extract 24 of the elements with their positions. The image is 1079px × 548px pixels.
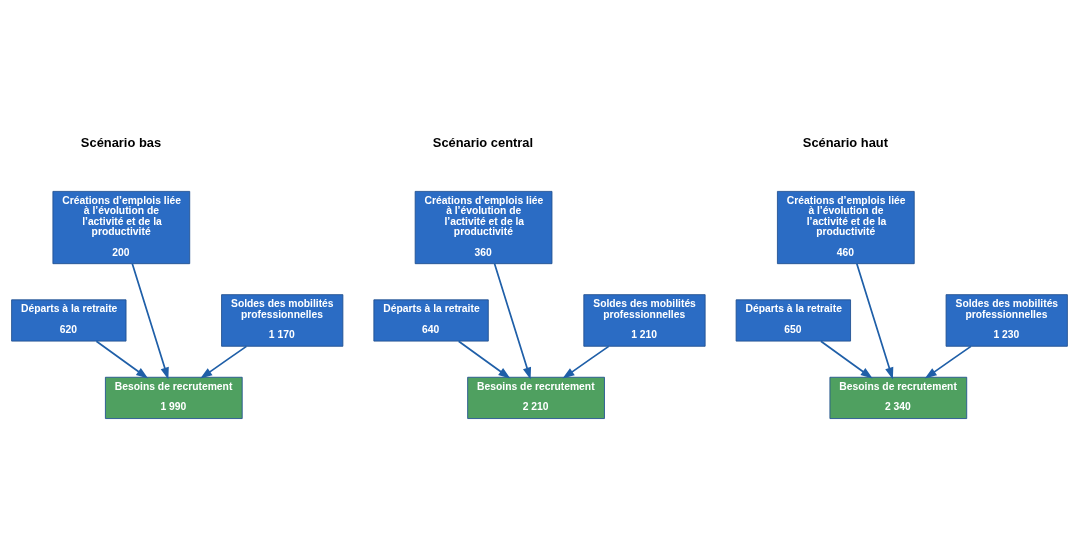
node-box: Besoins de recrutement 2 210: [467, 376, 605, 419]
arrow: [820, 340, 873, 379]
node-box: Soldes des mobilités professionnelles 1 170: [221, 294, 344, 347]
node-box: Besoins de recrutement 1 990: [104, 376, 243, 419]
label: Scénario haut: [802, 135, 889, 151]
node-box: Créations d’emplois liée à l’évolution de l’activité et de la productivité 360: [414, 190, 553, 265]
node-box: Créations d’emplois liée à l’évolution de l’activité et de la productivité 200: [52, 190, 191, 265]
node-box: Départs à la retraite 640: [373, 299, 489, 342]
arrow: [924, 345, 972, 379]
arrow: [131, 262, 169, 380]
node-box: Besoins de recrutement 2 340: [829, 376, 968, 419]
label: Scénario central: [432, 135, 534, 151]
arrow: [200, 345, 248, 379]
arrow: [855, 262, 894, 380]
node-box: Départs à la retraite 650: [735, 299, 851, 342]
label: Scénario bas: [80, 135, 162, 151]
arrow: [562, 345, 610, 379]
node-box: Créations d’emplois liée à l’évolution de l’activité et de la productivité 460: [777, 190, 915, 265]
node-box: Départs à la retraite 620: [11, 299, 127, 342]
arrow: [95, 340, 149, 379]
node-box: Soldes des mobilités professionnelles 1 210: [583, 294, 706, 347]
arrow: [457, 340, 511, 379]
node-box: Soldes des mobilités professionnelles 1 230: [945, 294, 1068, 347]
arrow: [493, 262, 532, 380]
